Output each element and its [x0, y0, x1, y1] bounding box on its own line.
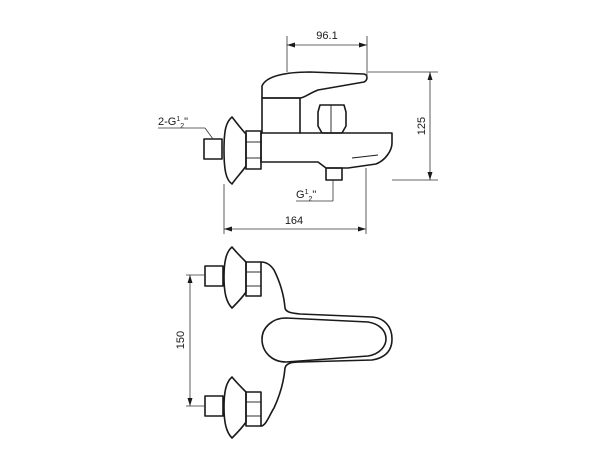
- upper-inlet-pipe: [204, 265, 224, 287]
- dim-total-length-label: 164: [285, 215, 303, 227]
- lever-handle: [261, 71, 368, 99]
- outlet-thread-suffix: ": [312, 189, 316, 201]
- dim-spout-reach: 96.1: [286, 30, 368, 78]
- inlet-thread-suffix: ": [184, 116, 188, 128]
- hex-nut: [245, 130, 262, 170]
- inlet-thread-prefix: 2-G: [158, 116, 176, 128]
- outlet-thread-sub: 2: [308, 196, 312, 203]
- dim-height: 125: [368, 71, 438, 181]
- mixer-body: [260, 132, 393, 169]
- top-view: [204, 246, 393, 439]
- outlet-nozzle: [325, 167, 343, 181]
- outlet-thread-sup: 1: [305, 189, 309, 196]
- inlet-thread-sup: 1: [176, 116, 180, 123]
- diverter-knob: [317, 104, 347, 134]
- outlet-thread-callout: G12": [296, 180, 334, 203]
- dim-spout-reach-label: 96.1: [316, 30, 337, 42]
- side-view: [203, 71, 393, 185]
- dim-centers: 150: [175, 274, 205, 407]
- lever-neck: [261, 97, 301, 134]
- upper-escutcheon: [223, 246, 247, 309]
- lower-hex-nut: [245, 391, 262, 427]
- lower-inlet-pipe: [204, 395, 224, 417]
- lower-escutcheon: [223, 376, 247, 439]
- dim-height-label: 125: [416, 117, 428, 135]
- svg-text:G12": G12": [296, 189, 316, 203]
- dim-total-length: 164: [223, 168, 367, 234]
- inlet-pipe: [203, 138, 223, 160]
- top-lever: [261, 317, 387, 363]
- svg-text:2-G12": 2-G12": [158, 116, 188, 130]
- top-body-outline: [260, 261, 393, 427]
- wall-escutcheon: [223, 116, 247, 185]
- inlet-thread-sub: 2: [180, 123, 184, 130]
- inlet-thread-callout: 2-G12": [158, 116, 214, 140]
- outlet-thread-prefix: G: [296, 189, 305, 201]
- dim-centers-label: 150: [175, 331, 187, 349]
- upper-hex-nut: [245, 261, 262, 297]
